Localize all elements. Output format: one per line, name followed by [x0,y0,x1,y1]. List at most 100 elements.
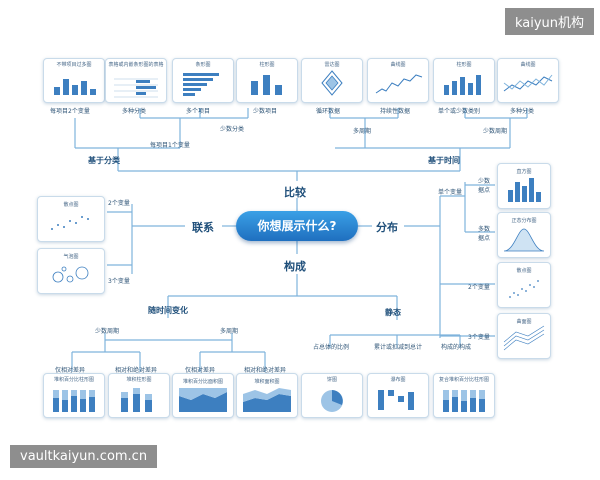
chart-card-pie: 饼图 [301,373,363,418]
label-continuous-data: 持续性数据 [380,108,411,115]
card-title: 气泡图 [63,254,79,260]
stacked-column-icon [121,388,152,412]
chart-card-waterfall: 瀑布图 [367,373,429,418]
chart-card-scatter-dist: 散点图 [497,262,551,308]
label-many-periods-comp: 多周期 [220,328,239,335]
scatter-chart-icon [51,216,89,230]
label-two-vars: 2个变量 [468,284,490,291]
card-title: 复合堆积百分比柱形图 [438,377,489,383]
card-title: 柱形图 [456,62,472,68]
card-title: 表格或内嵌条形图的表格 [108,62,164,68]
card-title: 直方图 [516,169,532,175]
row-label-4: 相对和绝对差异 [244,367,287,374]
card-title: 正态分布图 [511,218,537,224]
chart-card-stacked-pct-column-composite: 复合堆积百分比柱形图 [433,373,495,418]
label-3-variables: 3个变量 [108,278,130,285]
horizontal-bar-icon [183,73,219,96]
chart-card-stacked-pct-area: 堆积百分比面积图 [172,373,234,418]
chart-card-column-time: 柱形图 [433,58,495,103]
card-title: 堆积柱形图 [126,377,152,383]
label-few-categories: 少数分类 [220,126,245,133]
card-title: 堆积面积图 [254,379,280,385]
chart-card-normal-distribution: 正态分布图 [497,212,551,258]
chart-card-column: 柱形图 [236,58,298,103]
row-label-1: 仅相对差异 [55,367,86,374]
chart-card-bubble: 气泡图 [37,248,105,294]
pie-chart-icon [321,390,343,412]
label-many-points: 多数据点 [478,226,491,242]
chart-card-radar: 雷达图 [301,58,363,103]
label-few-items: 少数项目 [253,108,278,115]
stacked-pct-area-icon [179,388,227,412]
card-title: 曲面图 [516,319,532,325]
label-items-1-var: 每项目1个变量 [150,142,190,149]
row-label-2: 相对和绝对差异 [115,367,158,374]
label-by-time: 基于时间 [428,156,460,165]
chart-card-horizontal-bar: 条形图 [172,58,234,103]
row-label-5: 占总体的比例 [313,344,350,351]
card-title: 堆积百分比柱形图 [53,377,94,383]
chart-card-stacked-pct-column: 堆积百分比柱形图 [43,373,105,418]
card-title: 瀑布图 [390,377,406,383]
card-title: 散点图 [516,268,532,274]
label-single-variable: 单个变量 [438,189,463,196]
label-many-categories: 多种分类 [122,108,147,115]
chart-card-surface: 曲面图 [497,313,551,359]
label-few-periods-comp: 少数周期 [95,328,120,335]
chart-card-scatter: 散点图 [37,196,105,242]
card-title: 不带项目过多图 [56,62,92,68]
label-static: 静态 [385,308,401,317]
label-over-time: 随时间变化 [148,306,188,315]
row-label-7: 构成的构成 [441,344,472,351]
branch-relation: 联系 [192,221,214,234]
label-three-vars: 3个变量 [468,334,490,341]
label-cyclic-data: 循环数据 [316,108,341,115]
waterfall-chart-icon [378,390,414,410]
normal-curve-icon [503,228,545,252]
label-multi-category: 多种分类 [510,108,535,115]
label-items-2-vars: 每项目2个变量 [50,108,90,115]
multi-line-chart-icon [503,74,553,92]
card-title: 曲线图 [520,62,536,68]
label-by-category: 基于分类 [88,156,120,165]
card-title: 柱形图 [259,62,275,68]
card-title: 曲线图 [390,62,406,68]
chart-card-histogram: 直方图 [497,163,551,209]
branch-distribution: 分布 [376,221,398,234]
line-chart-icon [375,74,423,94]
card-title: 饼图 [326,377,337,383]
stacked-pct-column-icon [53,390,95,412]
bar-chart-icon [54,79,96,95]
label-many-items: 多个项目 [186,108,211,115]
label-few-periods: 少数周期 [483,128,508,135]
chart-card-line-multi: 曲线图 [497,58,559,103]
histogram-icon [508,178,541,202]
card-title: 雷达图 [324,62,340,68]
watermark-top-right: kaiyun机构 [504,8,594,35]
central-question: 你想展示什么? [236,211,358,241]
table-chart-icon [114,78,158,98]
column-chart-icon [444,75,481,95]
scatter-chart-icon [509,280,539,298]
branch-composition: 构成 [284,260,306,273]
label-2-variables: 2个变量 [108,200,130,207]
chart-card-bar-with-many-items: 不带项目过多图 [43,58,105,103]
watermark-bottom-left: vaultkaiyun.com.cn [10,445,158,468]
column-chart-icon [251,75,282,95]
bubble-chart-icon [52,266,89,283]
row-label-3: 仅相对差异 [185,367,216,374]
card-title: 散点图 [63,202,79,208]
label-many-periods: 多周期 [353,128,372,135]
card-title: 堆积百分比面积图 [182,379,223,385]
chart-card-table: 表格或内嵌条形图的表格 [105,58,167,103]
chart-card-line-continuous: 曲线图 [367,58,429,103]
chart-card-stacked-column: 堆积柱形图 [108,373,170,418]
chart-card-stacked-area: 堆积面积图 [236,373,298,418]
radar-chart-icon [321,70,343,96]
stacked-area-icon [243,388,291,412]
card-title: 条形图 [195,62,211,68]
surface-chart-icon [503,325,545,351]
row-label-6: 累计或扣减到总计 [374,344,423,351]
label-single-few-category: 单个或少数类别 [438,108,481,115]
